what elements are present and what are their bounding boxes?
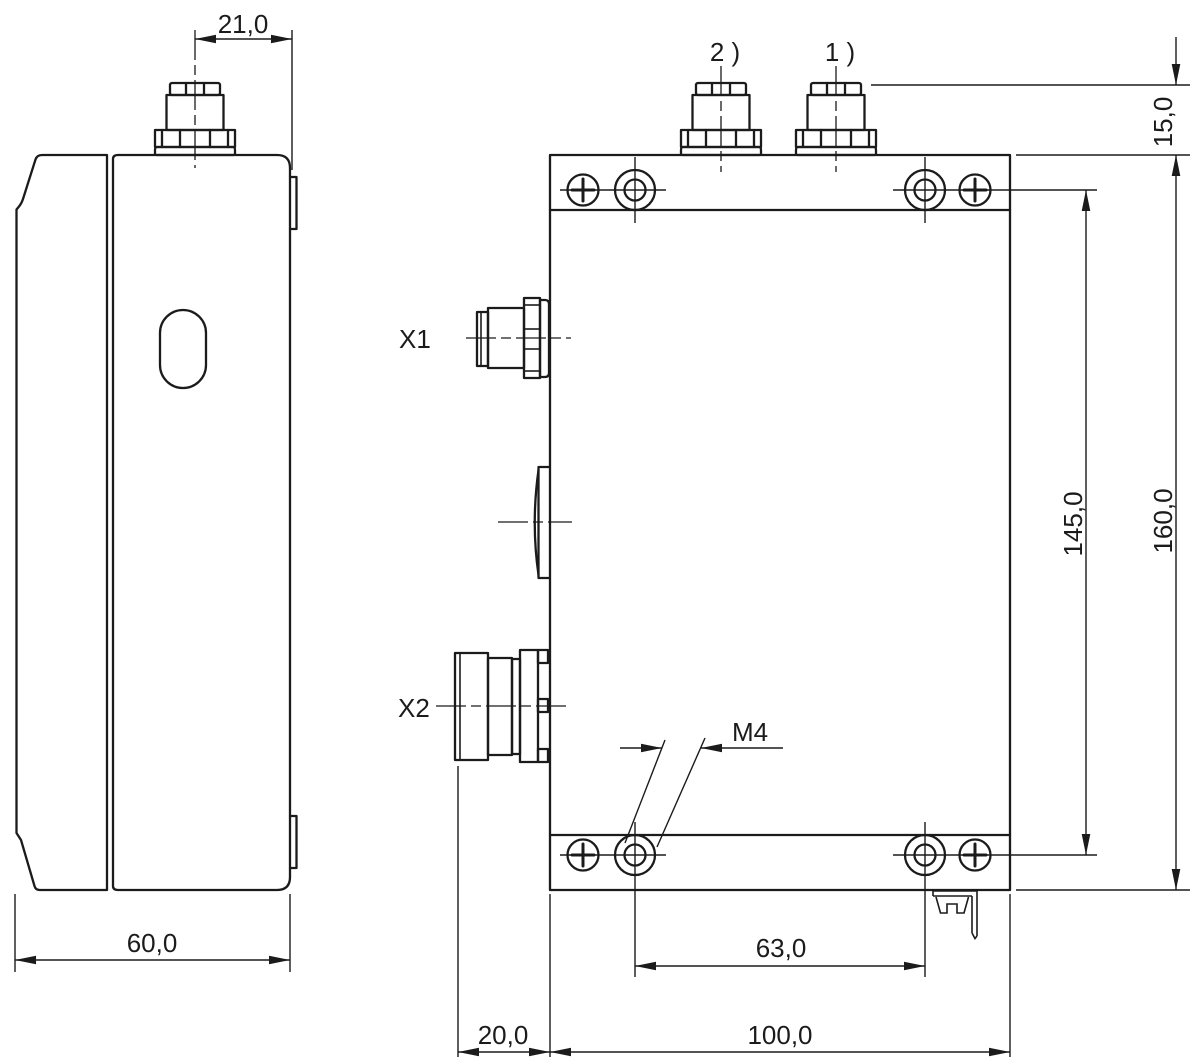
dim-label-20: 20,0 [478, 1020, 529, 1050]
side-view-front-plate [15, 153, 109, 892]
side-view-tab-upper [288, 175, 298, 231]
dimension-20 [457, 766, 551, 1057]
x1-connector [466, 296, 571, 380]
dimension-60 [14, 894, 291, 972]
dimension-15 [871, 37, 1190, 86]
dimension-100 [550, 894, 1011, 1057]
dim-label-145: 145,0 [1058, 491, 1088, 556]
dim-label-21: 21,0 [218, 9, 269, 39]
x2-label: X2 [398, 693, 430, 723]
dimension-21 [195, 30, 293, 170]
connector-2-label: 2 ) [710, 37, 740, 67]
side-view-tab-lower [288, 814, 298, 870]
thread-label-m4: M4 [732, 717, 768, 747]
dim-label-15: 15,0 [1148, 97, 1178, 148]
side-view-housing [111, 153, 292, 892]
dim-label-100: 100,0 [747, 1020, 812, 1050]
dimension-145 [893, 189, 1097, 856]
dim-label-63: 63,0 [756, 933, 807, 963]
x2-connector [436, 648, 570, 764]
dim-label-160: 160,0 [1148, 488, 1178, 553]
side-view [15, 30, 298, 892]
dimension-160 [1016, 154, 1190, 891]
drawing-texts: 21,0 60,0 2 ) 1 ) 15,0 145,0 160,0 X1 X2… [127, 9, 1178, 1050]
connector-1-label: 1 ) [825, 37, 855, 67]
x1-label: X1 [399, 324, 431, 354]
front-view-housing [548, 153, 1012, 892]
thread-callout-m4 [620, 737, 783, 848]
side-view-obround-window [158, 308, 208, 390]
front-view [436, 66, 1012, 940]
lens-window [498, 465, 572, 580]
din-clip-detail [932, 890, 978, 940]
dim-label-60: 60,0 [127, 928, 178, 958]
dimension-63 [634, 822, 926, 977]
